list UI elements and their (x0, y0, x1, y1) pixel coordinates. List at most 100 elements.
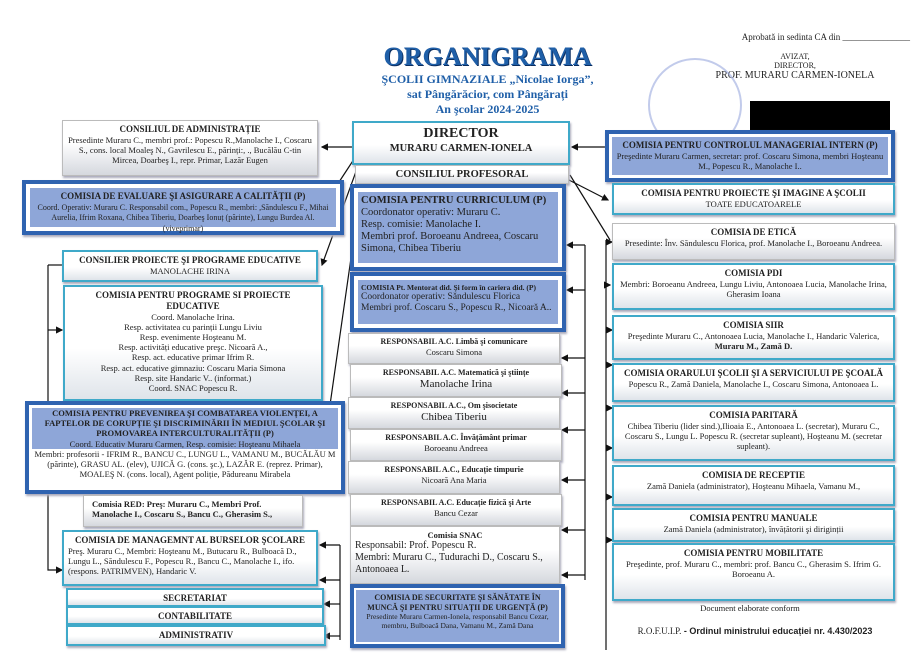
contabilitate: CONTABILITATE (66, 606, 324, 625)
box-title: COMISIA DE SECURITATE ŞI SĂNĂTATE ÎN MUN… (367, 593, 548, 612)
responsabil-name: Manolache Irina (419, 377, 493, 390)
line: Resp. activitatea cu parinții Lungu Livi… (124, 321, 262, 332)
box-title: COMISIA DE RECEPTIE (701, 470, 806, 480)
responsabil-name: Coscaru Simona (426, 346, 482, 357)
box-text: MANOLACHE IRINA (149, 265, 231, 276)
line: Membri prof. Boroeanu Andreea, Coscaru S… (361, 231, 539, 255)
box-text: Preşedinte Muraru Carmen, secretar: prof… (616, 150, 884, 171)
responsabil-box: RESPONSABIL A.C. Matematică şi ştiințe M… (350, 364, 562, 397)
comisia-programe-proiecte: COMISIA PENTRU PROGRAME SI PROIECTE EDUC… (63, 285, 323, 401)
document-header: ORGANIGRAMA ŞCOLII GIMNAZIALE „Nicolae I… (360, 42, 615, 117)
comisia-securitate: COMISIA DE SECURITATE ŞI SĂNĂTATE ÎN MUN… (350, 584, 565, 648)
box-title: RESPONSABIL A.C. Învățământ primar (385, 433, 527, 442)
box-title: COMISIA PARITARĂ (709, 410, 798, 420)
box-bold-text: Muraru M., Zamă D. (714, 340, 793, 351)
line: Responsabil: Prof. Popescu R. (355, 540, 477, 552)
school-year: An şcolar 2024-2025 (435, 102, 540, 116)
box-title: COMISIA PDI (724, 268, 783, 278)
right-committee-box: COMISIA PENTRU PROIECTE ŞI IMAGINE A ŞCO… (612, 183, 895, 215)
box-text: Presedinte: Înv. Săndulescu Florica, pro… (624, 237, 883, 248)
responsabil-box: RESPONSABIL A.C. Limbă şi comunicare Cos… (348, 333, 560, 364)
box-title: COMISIA PENTRU MANUALE (689, 513, 818, 523)
box-title: COMISIA DE MANAGEMNT AL BURSELOR ŞCOLARE (74, 535, 306, 545)
line: Coordonator operativ: Muraru C. (361, 207, 501, 219)
approval-text: Aprobată in sedinta CA din _____________… (741, 32, 910, 42)
box-title: COMISIA PENTRU PROGRAME SI PROIECTE EDUC… (95, 290, 291, 311)
footer-note: Document elaborate conform (700, 603, 800, 613)
approval-block: Aprobată in sedinta CA din _____________… (680, 32, 910, 81)
box-title: COMISIA PENTRU CURRICULUM (P) (361, 195, 547, 206)
responsabil-name: Nicoară Ana Maria (421, 474, 487, 485)
box-title: COMISIA PENTRU PROIECTE ŞI IMAGINE A ŞCO… (641, 188, 866, 198)
avizat-label: AVIZAT, (780, 52, 810, 61)
line: Coordonator operativ: Săndulescu Florica (361, 292, 521, 302)
box-title: COMISIA ORARULUI ŞCOLII ŞI A SERVICIULUI… (624, 368, 883, 378)
comisia-snac: Comisia SNAC Responsabil: Prof. Popescu … (350, 526, 560, 584)
redaction-box (750, 101, 890, 131)
line: Membri: Muraru C., Tudurachi D., Coscaru… (355, 552, 543, 576)
consilier-proiecte: CONSILIER PROIECTE ŞI PROGRAME EDUCATIVE… (62, 250, 318, 282)
box-text: TOATE EDUCATOARELE (705, 198, 802, 209)
consiliul-profesoral: CONSILIUL PROFESORAL (355, 165, 569, 184)
box-text: Popescu R., Zamă Daniela, Manolache I., … (628, 378, 879, 389)
line: Resp. act. educative gimnaziu: Coscaru M… (100, 362, 286, 373)
box-title: RESPONSABIL A.C. Limbă şi comunicare (380, 337, 528, 346)
line: Coord. Manolache Irina. (151, 311, 235, 322)
footer-rofuip: R.O.F.U.I.P. (637, 626, 682, 636)
line: Resp. site Handaric V.. (informat.) (134, 372, 252, 383)
box-text: Preş. Muraru C., Membri: Hoşteanu M., Bu… (68, 545, 297, 577)
box-title: CONSILIER PROIECTE ŞI PROGRAME EDUCATIVE (79, 255, 301, 265)
comisia-evaluare-calitate: COMISIA DE EVALUARE ŞI ASIGURARE A CALIT… (22, 180, 344, 235)
box-title: CONSILIUL DE ADMINISTRAȚIE (119, 124, 261, 134)
school-location: sat Pângărăcior, com Pângărați (407, 87, 568, 101)
box-title: RESPONSABIL A.C., Educație timpurie (384, 465, 524, 474)
box-title: COMISIA Pt. Mentorat did. Şi form în car… (361, 283, 536, 292)
box-title: COMISIA PENTRU CONTROLUL MANAGERIAL INTE… (622, 140, 878, 150)
footer-reference: R.O.F.U.I.P. - Ordinul ministrului educa… (610, 626, 900, 636)
line: Resp. act. educative primar Ifrim R. (131, 352, 255, 363)
box-text: Coord. Operativ: Muraru C. Responsabil c… (37, 202, 329, 233)
comisia-red: Comisia RED: Preş: Muraru C., Membri Pro… (83, 495, 303, 527)
box-title: COMISIA PENTRU PREVENIREA ŞI COMBATAREA … (44, 408, 326, 439)
line: Coord. SNAC Popescu R. (148, 382, 238, 393)
director-signature-name: PROF. MURARU CARMEN-IONELA (715, 70, 875, 81)
box-text: Chibea Tiberiu (lider sind.),Ilioaia E.,… (624, 420, 883, 452)
footer-order: - Ordinul ministrului educației nr. 4.43… (681, 626, 873, 636)
responsabil-name: Chibea Tiberiu (421, 410, 487, 423)
box-coord: Coord. Educativ Muraru Carmen, Resp. com… (69, 438, 301, 449)
comisia-burse: COMISIA DE MANAGEMNT AL BURSELOR ŞCOLARE… (62, 530, 318, 586)
box-text: Preşedinte Muraru C., Antonoaea Lucia, M… (627, 330, 880, 341)
line: Resp. comisie: Manolache I. (361, 219, 481, 231)
school-name: ŞCOLII GIMNAZIALE „Nicolae Iorga”, (381, 72, 594, 86)
box-title: COMISIA DE EVALUARE ŞI ASIGURARE A CALIT… (60, 191, 306, 201)
responsabil-box: RESPONSABIL A.C. Educație fizică şi Arte… (350, 494, 562, 526)
administrativ: ADMINISTRATIV (66, 625, 326, 646)
box-text: Zamă Daniela (administrator), învățători… (663, 523, 844, 534)
secretariat: SECRETARIAT (66, 588, 324, 607)
box-text: Membri: Boroeanu Andreea, Lungu Liviu, A… (620, 278, 887, 299)
right-committee-box: COMISIA ORARULUI ŞCOLII ŞI A SERVICIULUI… (612, 363, 895, 402)
box-text: Preşedinte, prof. Muraru C., membri: pro… (626, 558, 881, 579)
box-title: RESPONSABIL A.C. Educație fizică şi Arte (380, 498, 531, 507)
box-text: Presedinte Muraru C., membri prof.: Pope… (68, 134, 312, 166)
box-title: DIRECTOR (423, 126, 499, 141)
comisia-violenta: COMISIA PENTRU PREVENIREA ŞI COMBATAREA … (25, 401, 345, 494)
responsabil-box: RESPONSABIL A.C., Educație timpurie Nico… (348, 461, 560, 494)
box-title: RESPONSABIL A.C., Om şisocietate (390, 401, 518, 410)
box-title: COMISIA SIIR (723, 320, 784, 330)
comisia-curriculum: COMISIA PENTRU CURRICULUM (P) Coordonato… (350, 184, 566, 271)
box-title: COMISIA DE ETICĂ (710, 227, 797, 237)
comisia-mentorat: COMISIA Pt. Mentorat did. Şi form în car… (350, 272, 566, 332)
box-text: Zamă Daniela (administrator), Hoşteanu M… (646, 480, 861, 491)
director-label: DIRECTOR, (774, 61, 816, 70)
box-text: Comisia RED: Preş: Muraru C., Membri Pro… (92, 499, 273, 520)
line: Resp. evenimente Hoşteanu M. (139, 331, 247, 342)
